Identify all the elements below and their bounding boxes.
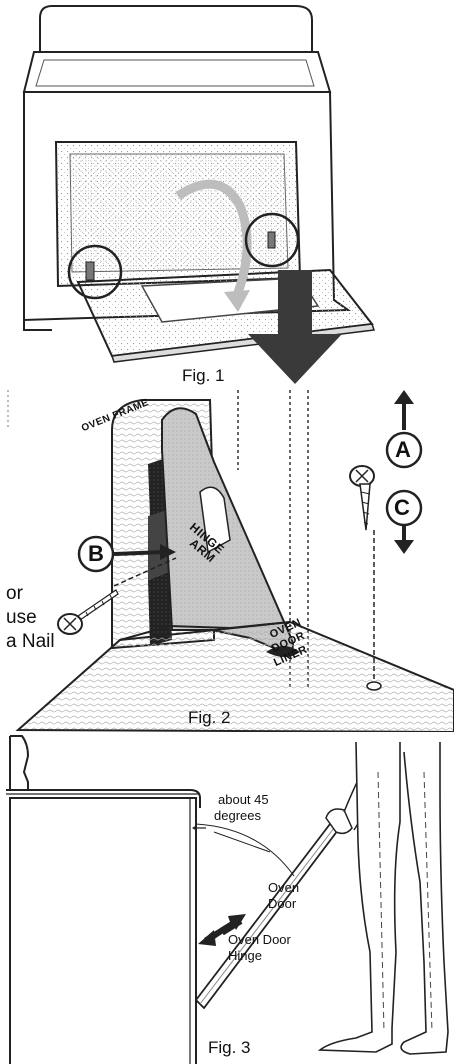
- marker-c: C: [394, 495, 410, 520]
- side-note-or: or: [6, 583, 23, 604]
- marker-b: B: [88, 541, 104, 566]
- door-label-2: Door: [268, 896, 297, 911]
- range-illustration: [22, 5, 376, 384]
- side-note-use: use: [6, 607, 37, 628]
- figure-3-caption: Fig. 3: [208, 1038, 251, 1057]
- angle-label-2: degrees: [214, 808, 261, 823]
- hinge-label-1: Oven Door: [228, 932, 291, 947]
- door-label-1: Oven: [268, 880, 300, 895]
- marker-a: A: [395, 437, 411, 462]
- figure-1-caption: Fig. 1: [182, 366, 225, 385]
- side-note-nail: a Nail: [6, 631, 55, 652]
- angle-label-1: about 45: [218, 792, 269, 807]
- figure-2-caption: Fig. 2: [188, 708, 231, 727]
- figure-2: OVEN FRAME HINGE ARM OVEN DOOR LINER A C…: [0, 390, 454, 732]
- figure-1: Fig. 1: [0, 0, 454, 390]
- figure-3: about 45 degrees Oven Door Oven Door Hin…: [0, 732, 454, 1064]
- hinge-arm-illustration: [7, 390, 454, 732]
- door-removal-illustration: [6, 735, 449, 1064]
- hinge-label-2: Hinge: [228, 948, 262, 963]
